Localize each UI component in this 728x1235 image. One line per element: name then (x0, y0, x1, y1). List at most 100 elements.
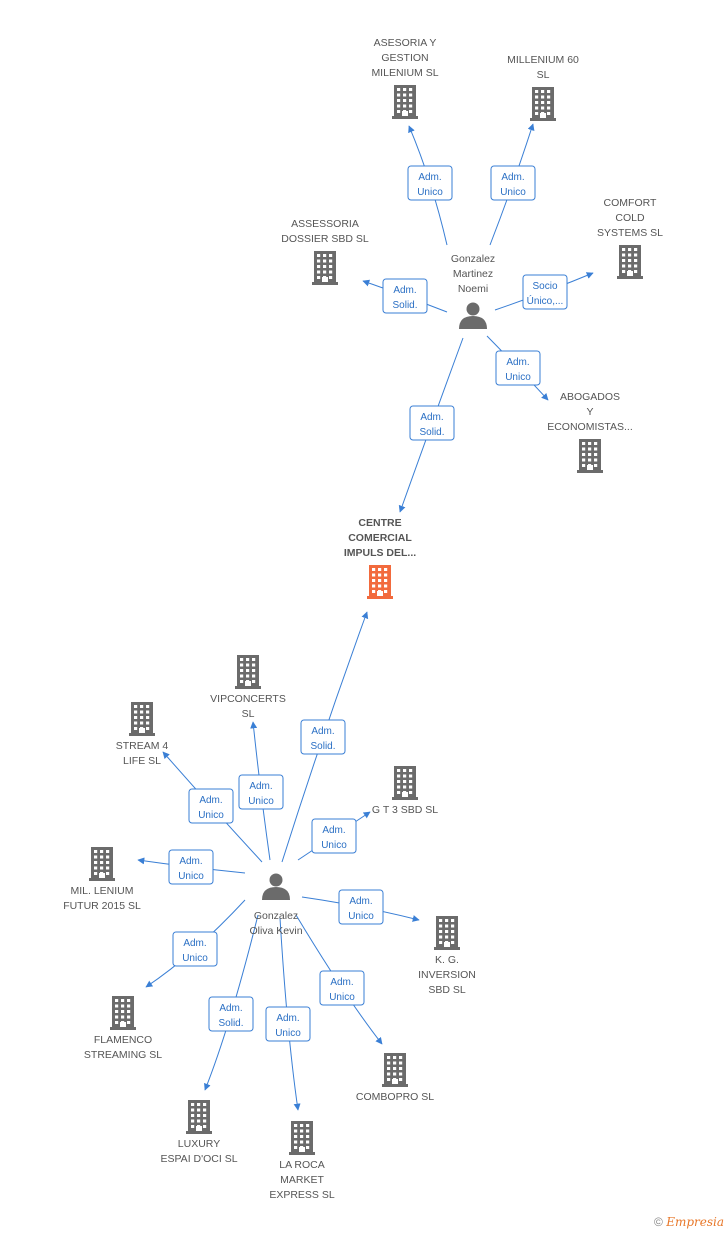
relation-edge: Adm.Solid. (398, 337, 464, 513)
role-badge[interactable]: Adm.Solid. (382, 278, 428, 314)
role-badge[interactable]: Adm. Unico (238, 774, 284, 810)
role-badge-text: Adm. (276, 1013, 299, 1024)
role-badge-text: Adm. (322, 825, 345, 836)
role-badge-text: Unico (275, 1028, 301, 1039)
role-badge-text: Unico (198, 810, 224, 821)
relation-edge: Adm. Unico (238, 721, 284, 861)
role-badge-text: Solid. (218, 1018, 243, 1029)
relation-edge: Adm.Unico (295, 914, 383, 1045)
node-label: EXPRESS SL (269, 1189, 335, 1201)
node-label: Gonzalez (254, 910, 298, 922)
role-badge[interactable]: SocioÚnico,... (522, 274, 568, 310)
company-node[interactable]: COMBOPRO SL (356, 1053, 434, 1103)
role-badge-text: Adm. (179, 856, 202, 867)
role-badge[interactable]: Adm. Unico (265, 1006, 311, 1042)
building-icon (235, 655, 261, 689)
node-label: STREAM 4 (116, 740, 169, 752)
role-badge-text: Unico (505, 372, 531, 383)
relation-edge: Adm. Unico (265, 917, 311, 1111)
person-icon (459, 302, 487, 329)
role-badge-text: Adm. (501, 172, 524, 183)
node-label: Noemi (458, 283, 488, 295)
role-badge-text: Único,... (527, 294, 564, 307)
role-badge[interactable]: Adm.Unico (172, 931, 218, 967)
role-badge[interactable]: Adm. Unico (495, 350, 541, 386)
role-badge-box (522, 274, 568, 310)
role-badge-text: Unico (248, 796, 274, 807)
node-label: LIFE SL (123, 755, 161, 767)
role-badge[interactable]: Adm.Unico (407, 165, 453, 201)
role-badge[interactable]: Adm.Unico (490, 165, 536, 201)
role-badge-box (409, 405, 455, 441)
role-badge[interactable]: Adm.Unico (338, 889, 384, 925)
role-badge-text: Socio (532, 281, 557, 292)
building-icon (289, 1121, 315, 1155)
building-icon (129, 702, 155, 736)
role-badge-box (338, 889, 384, 925)
role-badge-box (188, 788, 234, 824)
role-badge[interactable]: Adm. Unico (188, 788, 234, 824)
relation-edge: Adm.Unico (407, 125, 453, 246)
node-label: ABOGADOS (560, 391, 620, 403)
footer-brand: © Empresia (654, 1215, 724, 1229)
relation-edge: Adm.Unico (145, 899, 246, 988)
role-badge[interactable]: Adm.Unico (319, 970, 365, 1006)
building-icon (392, 85, 418, 119)
node-label: DOSSIER SBD SL (281, 233, 369, 245)
relation-edge: Adm.Unico (489, 123, 536, 246)
role-badge[interactable]: Adm. Solid. (300, 719, 346, 755)
node-label: ESPAI D'OCI SL (160, 1153, 237, 1165)
building-icon (186, 1100, 212, 1134)
node-label: ASESORIA Y (374, 37, 437, 49)
role-badge-text: Adm. (199, 795, 222, 806)
role-badge[interactable]: Adm.Unico (311, 818, 357, 854)
role-badge-text: Solid. (310, 741, 335, 752)
node-label: Martinez (453, 268, 493, 280)
node-label: Y (586, 406, 593, 418)
role-badge-text: Unico (178, 871, 204, 882)
company-node[interactable]: STREAM 4 LIFE SL (116, 702, 169, 767)
building-icon (577, 439, 603, 473)
building-icon (530, 87, 556, 121)
role-badge-text: Adm. (311, 726, 334, 737)
building-icon (617, 245, 643, 279)
role-badge-box (300, 719, 346, 755)
relation-edge: Adm.Unico (297, 811, 371, 861)
node-label: MARKET (280, 1174, 324, 1186)
node-label: SBD SL (428, 984, 466, 996)
building-icon (434, 916, 460, 950)
node-label: LA ROCA (279, 1159, 325, 1171)
node-label: STREAMING SL (84, 1049, 162, 1061)
role-badge-text: Adm. (183, 938, 206, 949)
role-badge-text: Unico (417, 187, 443, 198)
building-icon (382, 1053, 408, 1087)
node-label: FUTUR 2015 SL (63, 900, 141, 912)
person-icon (262, 873, 290, 900)
role-badge[interactable]: Adm. Unico (168, 849, 214, 885)
node-label: IMPULS DEL... (344, 547, 416, 559)
role-badge-text: Adm. (506, 357, 529, 368)
role-badge-text: Adm. (249, 781, 272, 792)
brand-logo-text[interactable]: Empresia (666, 1215, 724, 1229)
node-label: Gonzalez (451, 253, 495, 265)
company-node[interactable]: G T 3 SBD SL (372, 766, 438, 816)
role-badge[interactable]: Adm.Solid. (208, 996, 254, 1032)
role-badge[interactable]: Adm.Solid. (409, 405, 455, 441)
relation-edge: Adm. Unico (486, 335, 549, 401)
company-node[interactable]: ABOGADOSYECONOMISTAS... (547, 391, 633, 473)
relation-edge: Adm.Unico (301, 889, 420, 925)
company-node[interactable]: LA ROCA MARKET EXPRESS SL (269, 1121, 335, 1201)
node-label: Oliva Kevin (249, 925, 302, 937)
